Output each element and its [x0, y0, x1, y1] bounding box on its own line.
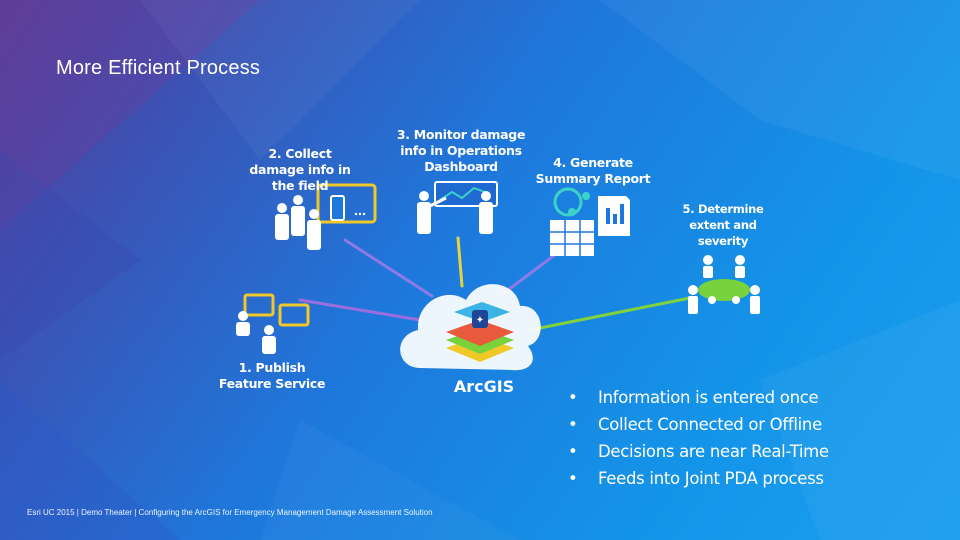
list-item: • Feeds into Joint PDA process: [568, 465, 829, 492]
bullet-text: Collect Connected or Offline: [598, 415, 822, 434]
bullet-text: Feeds into Joint PDA process: [598, 469, 824, 488]
connector-step2: [343, 238, 434, 298]
bullet-icon: •: [568, 388, 578, 407]
list-item: • Decisions are near Real-Time: [568, 438, 829, 465]
benefits-list: • Information is entered once • Collect Co…: [568, 384, 829, 492]
connector-step4: [498, 252, 558, 298]
step3-label: 3. Monitor damage info in Operations Das…: [396, 127, 526, 174]
list-item: • Information is entered once: [568, 384, 829, 411]
list-item: • Collect Connected or Offline: [568, 411, 829, 438]
meeting-table-icon: [688, 255, 760, 314]
step1-label: 1. Publish Feature Service: [218, 360, 326, 391]
bullet-icon: •: [568, 469, 578, 488]
report-icon: [550, 187, 630, 256]
cloud-map-icon: ✦: [400, 284, 541, 371]
dashboard-presenters-icon: [417, 181, 498, 234]
field-workers-devices-icon: [275, 183, 377, 250]
bullet-icon: •: [568, 442, 578, 461]
arcgis-label: ArcGIS: [453, 377, 515, 396]
connector-step3: [456, 236, 464, 288]
step2-label: 2. Collect damage info in the field: [249, 146, 351, 193]
bullet-icon: •: [568, 415, 578, 434]
svg-text:✦: ✦: [476, 315, 484, 326]
slide-title: More Efficient Process: [56, 57, 261, 79]
bullet-text: Information is entered once: [598, 388, 819, 407]
bullet-text: Decisions are near Real-Time: [598, 442, 829, 461]
connector-step5: [528, 296, 692, 332]
connector-lines: [298, 236, 692, 332]
people-computers-icon: [236, 293, 310, 354]
slide-footer: Esri UC 2015 | Demo Theater | Configurin…: [27, 508, 433, 517]
step4-label: 4. Generate Summary Report: [535, 155, 651, 186]
step5-label: 5. Determine extent and severity: [682, 202, 764, 248]
connector-step1: [298, 298, 422, 322]
